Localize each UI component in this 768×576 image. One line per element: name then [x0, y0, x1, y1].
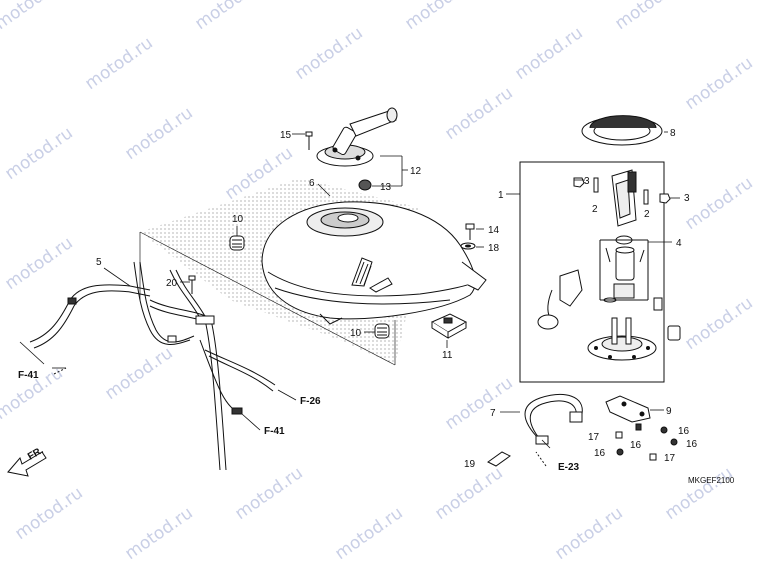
fuel-tank: [261, 201, 487, 325]
label-15: 15: [280, 130, 292, 141]
fuel-cap-assembly: [316, 107, 398, 167]
ref-f26: F-26: [300, 396, 321, 407]
watermark: motod.ru: [681, 293, 756, 354]
diagram-code: MKGEF2100: [688, 476, 735, 485]
watermark: motod.ru: [291, 23, 366, 84]
label-10b: 10: [350, 328, 362, 339]
label-9: 9: [666, 406, 672, 417]
part-labels: 15 12 13 6 10 5 20 10 11 14 18 8 1 3 2 2…: [96, 128, 698, 470]
clip-19: [487, 451, 511, 467]
watermark: motod.ru: [1, 233, 76, 294]
watermark: motod.ru: [661, 463, 736, 524]
label-1: 1: [498, 190, 504, 201]
grommet-13: [358, 179, 372, 191]
watermark: motod.ru: [511, 23, 586, 84]
shade-outline: [139, 231, 396, 366]
watermark: motod.ru: [431, 463, 506, 524]
label-6: 6: [309, 178, 315, 189]
reference-callouts: F-41 F-26 F-41 E-23: [18, 370, 580, 473]
label-5: 5: [96, 257, 102, 268]
nuts-bolts: [615, 423, 678, 461]
watermark: motod.ru: [441, 373, 516, 434]
callout-arrows: [53, 367, 547, 467]
watermark: motod.ru: [441, 83, 516, 144]
ref-f41-left: F-41: [18, 370, 39, 381]
hose-clamps: [67, 297, 243, 415]
leader-lines: [19, 131, 680, 449]
washer-18: [460, 242, 476, 250]
label-17a: 17: [588, 432, 600, 443]
watermark: motod.ru: [681, 53, 756, 114]
filter: [667, 325, 681, 341]
label-10a: 10: [232, 214, 244, 225]
label-16b: 16: [630, 440, 642, 451]
label-16c: 16: [686, 439, 698, 450]
label-20: 20: [166, 278, 178, 289]
label-2a: 2: [592, 204, 598, 215]
harness-7: [524, 394, 583, 445]
label-12: 12: [410, 166, 422, 177]
clip-2-left: [593, 177, 599, 193]
cushion-10-top: [229, 235, 245, 251]
watermark: motod.ru: [191, 0, 266, 34]
pump-box: [519, 161, 665, 383]
watermark: motod.ru: [231, 463, 306, 524]
watermark: motod.ru: [401, 0, 476, 34]
watermark: motod.ru: [121, 503, 196, 564]
front-arrow-icon: FR.: [7, 445, 47, 477]
watermark: motod.ru: [1, 123, 76, 184]
cushion-10-bottom: [374, 323, 390, 339]
ref-f41-bottom: F-41: [264, 426, 285, 437]
clip-20: [188, 275, 196, 294]
watermark: motod.ru: [11, 483, 86, 544]
bracket-9: [605, 395, 651, 423]
pump-motor: [599, 235, 649, 303]
rubber-11: [430, 313, 468, 339]
label-8: 8: [670, 128, 676, 139]
bolt-15: [305, 131, 313, 150]
watermark: motod.ru: [681, 173, 756, 234]
label-13: 13: [380, 182, 392, 193]
label-16a: 16: [678, 426, 690, 437]
label-3b: 3: [684, 193, 690, 204]
watermark: motod.ru: [101, 343, 176, 404]
clip-2-right: [643, 189, 649, 205]
ref-e23: E-23: [558, 462, 580, 473]
watermark: motod.ru: [81, 33, 156, 94]
pump-base: [587, 317, 657, 361]
label-11: 11: [442, 350, 453, 361]
watermark: motod.ru: [551, 503, 626, 564]
label-19: 19: [464, 459, 476, 470]
label-17b: 17: [664, 453, 676, 464]
watermark: motod.ru: [121, 103, 196, 164]
float-arm: [537, 269, 583, 330]
bolt-14: [465, 223, 475, 240]
label-3a: 3: [584, 176, 590, 187]
gasket-8: [581, 115, 663, 146]
label-2b: 2: [644, 209, 650, 220]
watermark: motod.ru: [0, 0, 67, 34]
fitting: [653, 297, 663, 311]
watermark: motod.ru: [611, 0, 686, 34]
bolt-3-left: [573, 177, 585, 188]
pump-bracket: [611, 169, 637, 227]
label-14: 14: [488, 225, 500, 236]
label-4: 4: [676, 238, 682, 249]
label-7: 7: [490, 408, 496, 419]
label-16d: 16: [594, 448, 606, 459]
label-18: 18: [488, 243, 500, 254]
bolt-3-right: [659, 193, 671, 204]
watermark: motod.ru: [331, 503, 406, 564]
